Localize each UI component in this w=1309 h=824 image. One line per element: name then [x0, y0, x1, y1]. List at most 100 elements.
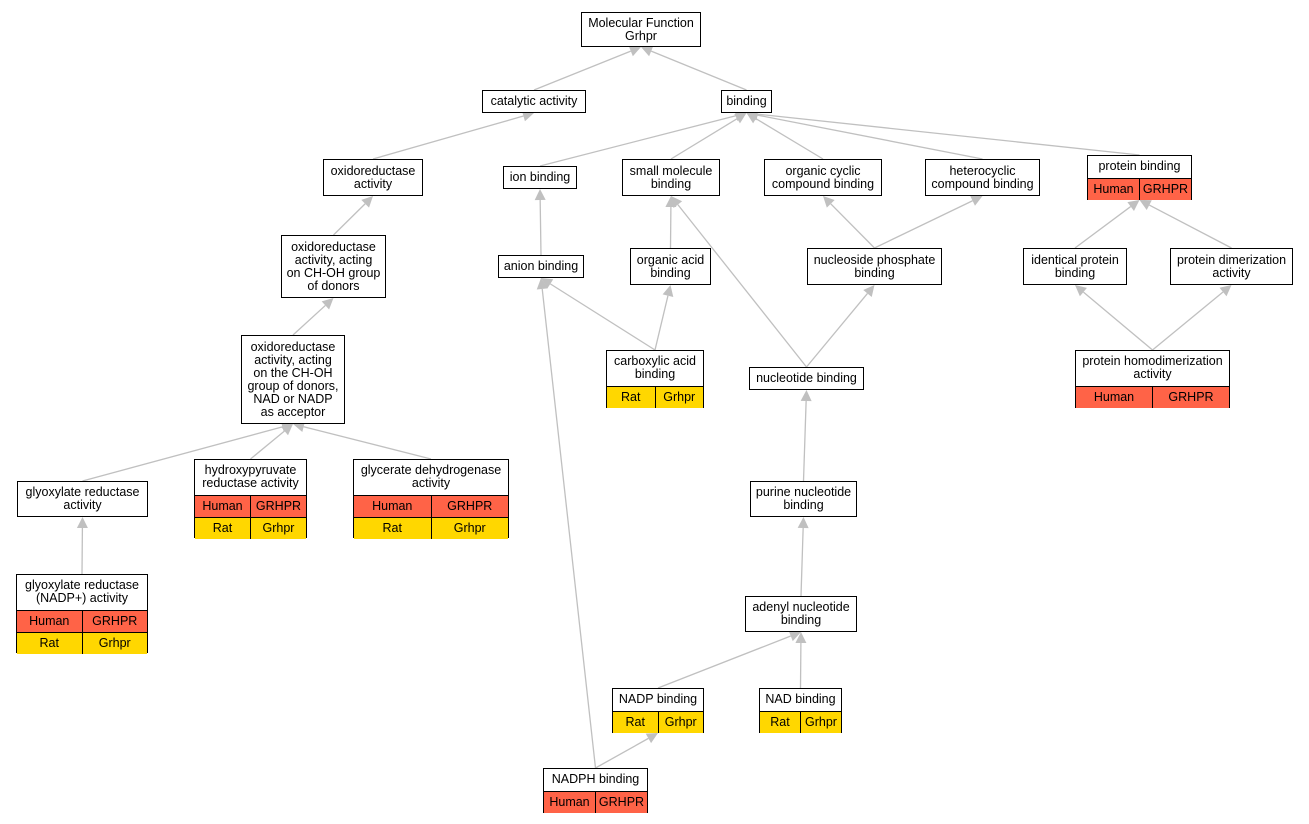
- species-cell: Rat: [354, 517, 431, 539]
- term-oxidoreductase-nad[interactable]: oxidoreductase activity, acting on the C…: [241, 335, 345, 424]
- term-label: binding: [726, 94, 767, 109]
- gene-cell: Grhpr: [800, 711, 841, 733]
- term-label: oxidoreductase activity, acting on the C…: [247, 339, 339, 419]
- edge-oxidoreductase-nad-to-oxidoreductase-choh: [292, 304, 326, 336]
- edge-nucleoside-phosphate-binding-to-organic-cyclic-compound-binding: [830, 203, 875, 249]
- edge-adenyl-nucleotide-binding-to-purine-nucleotide-binding: [800, 527, 804, 597]
- term-label: oxidoreductase activity: [330, 163, 416, 191]
- term-purine-nucleotide-binding[interactable]: purine nucleotide binding: [750, 481, 857, 517]
- term-nucleoside-phosphate-binding[interactable]: nucleoside phosphate binding: [807, 248, 942, 285]
- arrowhead: [800, 390, 812, 402]
- term-adenyl-nucleotide-binding[interactable]: adenyl nucleotide binding: [745, 596, 857, 632]
- term-label: Molecular Function Grhpr: [588, 15, 694, 43]
- term-nucleotide-binding[interactable]: nucleotide binding: [749, 367, 864, 390]
- edge-nadph-binding-to-nadp-binding: [595, 737, 649, 769]
- term-label: protein binding: [1098, 159, 1181, 174]
- gene-cell: GRHPR: [250, 495, 306, 517]
- arrowhead: [662, 285, 674, 297]
- species-cell: Rat: [760, 711, 800, 733]
- term-label: hydroxypyruvate reductase activity: [202, 463, 299, 491]
- edge-protein-homodimerization-activity-to-identical-protein-binding: [1083, 291, 1153, 351]
- arrowhead: [521, 110, 534, 122]
- arrowhead: [541, 278, 554, 289]
- term-label: organic acid binding: [636, 252, 705, 280]
- edge-organic-cyclic-compound-binding-to-binding: [755, 118, 824, 160]
- term-protein-dimerization-activity[interactable]: protein dimerization activity: [1170, 248, 1293, 285]
- edge-small-molecule-binding-to-binding: [670, 118, 738, 160]
- term-catalytic-activity[interactable]: catalytic activity: [482, 90, 586, 113]
- edge-nadp-binding-to-adenyl-nucleotide-binding: [657, 635, 791, 689]
- term-label: nucleoside phosphate binding: [813, 252, 936, 280]
- term-label: NAD binding: [765, 692, 836, 707]
- term-oxidoreductase-choh[interactable]: oxidoreductase activity, acting on CH-OH…: [281, 235, 386, 298]
- term-label: identical protein binding: [1031, 252, 1119, 280]
- edge-nucleotide-binding-to-small-molecule-binding: [677, 204, 808, 368]
- term-label: catalytic activity: [490, 94, 578, 109]
- term-binding[interactable]: binding: [721, 90, 772, 113]
- term-identical-protein-binding[interactable]: identical protein binding: [1023, 248, 1127, 285]
- edge-identical-protein-binding-to-protein-binding: [1074, 206, 1132, 249]
- term-organic-cyclic-compound-binding[interactable]: organic cyclic compound binding: [764, 159, 882, 196]
- term-organic-acid-binding[interactable]: organic acid binding: [630, 248, 711, 285]
- term-label: anion binding: [503, 259, 579, 274]
- arrowhead: [1219, 285, 1232, 297]
- term-oxidoreductase-activity[interactable]: oxidoreductase activity: [323, 159, 423, 196]
- term-molecular-function[interactable]: Molecular Function Grhpr: [581, 12, 701, 47]
- edge-carboxylic-acid-binding-to-anion-binding: [549, 283, 656, 351]
- term-label: heterocyclic compound binding: [931, 163, 1034, 191]
- gene-cell: GRHPR: [430, 495, 508, 517]
- edge-carboxylic-acid-binding-to-organic-acid-binding: [654, 295, 669, 351]
- term-label: glyoxylate reductase (NADP+) activity: [25, 578, 139, 606]
- gene-cell: Grhpr: [81, 632, 147, 654]
- term-label: glyoxylate reductase activity: [25, 485, 140, 513]
- term-heterocyclic-compound-binding[interactable]: heterocyclic compound binding: [925, 159, 1040, 196]
- species-cell: Human: [1088, 178, 1139, 200]
- term-label: NADP binding: [618, 692, 698, 707]
- edge-oxidoreductase-choh-to-oxidoreductase-activity: [333, 203, 366, 236]
- edge-nucleoside-phosphate-binding-to-heterocyclic-compound-binding: [874, 200, 973, 249]
- arrowhead: [788, 630, 801, 642]
- term-anion-binding[interactable]: anion binding: [498, 255, 584, 278]
- gene-cell: GRHPR: [1139, 178, 1191, 200]
- species-cell: Rat: [613, 711, 658, 733]
- edge-protein-homodimerization-activity-to-protein-dimerization-activity: [1152, 291, 1224, 351]
- term-label: purine nucleotide binding: [755, 485, 852, 513]
- edge-purine-nucleotide-binding-to-nucleotide-binding: [802, 400, 807, 482]
- term-label: protein dimerization activity: [1176, 252, 1287, 280]
- arrowhead: [734, 113, 747, 124]
- term-small-molecule-binding[interactable]: small molecule binding: [622, 159, 720, 196]
- gene-cell: GRHPR: [81, 610, 147, 632]
- edge-nadph-binding-to-anion-binding: [541, 288, 597, 769]
- arrowhead: [534, 189, 546, 201]
- species-cell: Human: [195, 495, 250, 517]
- term-ion-binding[interactable]: ion binding: [503, 166, 577, 189]
- term-glyoxylate-reductase[interactable]: glyoxylate reductase activity: [17, 481, 148, 517]
- species-cell: Rat: [17, 632, 82, 654]
- term-label: oxidoreductase activity, acting on CH-OH…: [286, 239, 381, 293]
- edge-hydroxypyruvate-reductase-to-oxidoreductase-nad: [250, 430, 285, 460]
- arrowhead: [641, 46, 654, 57]
- arrowhead: [293, 421, 306, 433]
- gene-cell: GRHPR: [1152, 386, 1229, 408]
- edge-glycerate-dehydrogenase-to-oxidoreductase-nad: [303, 426, 432, 460]
- term-label: glycerate dehydrogenase activity: [360, 463, 502, 491]
- arrowhead: [645, 733, 658, 744]
- edge-protein-dimerization-activity-to-protein-binding: [1148, 204, 1232, 249]
- edge-ion-binding-to-binding: [539, 115, 737, 167]
